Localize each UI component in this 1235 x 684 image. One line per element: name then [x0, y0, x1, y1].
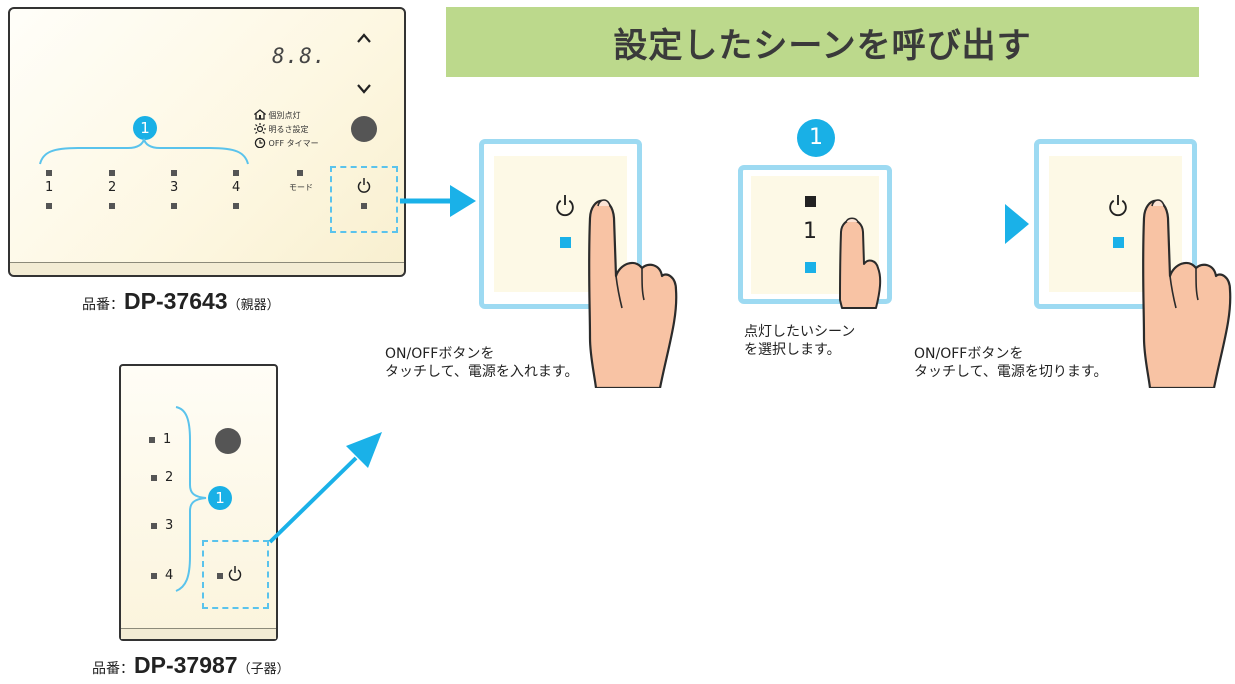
child-caption: 品番：DP-37987（子器） [92, 652, 290, 679]
step1-description: ON/OFFボタンを タッチして、電源を入れます。 [385, 345, 578, 381]
channel-label: 2 [165, 470, 174, 485]
channel-label: 3 [165, 518, 174, 533]
channel-label: 1 [45, 180, 54, 195]
scene-knob-button[interactable] [351, 116, 377, 142]
power-icon [1109, 195, 1127, 217]
step-text-line: を選択します。 [744, 342, 841, 358]
channel-led [171, 170, 177, 176]
power-led-on [1113, 237, 1124, 248]
channel-led [151, 523, 157, 529]
finger-icon [588, 199, 678, 388]
power-icon [357, 178, 371, 193]
chevron-down-icon [357, 84, 371, 94]
step3-description: ON/OFFボタンを タッチして、電源を切ります。 [914, 345, 1107, 381]
triangle-arrow-icon [1005, 204, 1029, 244]
channel-label: 1 [163, 432, 172, 447]
channel-label: 3 [170, 180, 179, 195]
panel-lip [10, 262, 404, 275]
power-icon [228, 566, 242, 581]
channel-label: 2 [108, 180, 117, 195]
indicator-label: OFF タイマー [268, 139, 319, 148]
sun-icon [254, 123, 266, 134]
scene-knob-button[interactable] [215, 428, 241, 454]
step-text-line: ON/OFFボタンを [385, 346, 495, 362]
step-badge: 1 [133, 116, 157, 140]
channel-led [151, 475, 157, 481]
caption-prefix: 品番： [92, 661, 134, 677]
panel-lip [121, 628, 276, 639]
channel-label: 1 [803, 219, 817, 244]
power-led-on [560, 237, 571, 248]
arrow-right-icon [400, 185, 476, 217]
page-title: 設定したシーンを呼び出す [613, 25, 1032, 66]
channel-led [46, 203, 52, 209]
arrow-diagonal-icon [268, 432, 382, 544]
brace-icon [175, 406, 207, 592]
channel-led [233, 203, 239, 209]
power-icon [556, 195, 574, 217]
channel-led [46, 170, 52, 176]
finger-icon [1142, 199, 1232, 388]
finger-icon [839, 217, 882, 309]
power-button-highlight[interactable] [202, 540, 269, 609]
step-text-line: 点灯したいシーン [744, 324, 856, 340]
power-led [361, 203, 367, 209]
indicator-label: 明るさ設定 [268, 125, 309, 134]
caption-suffix: （親器） [227, 298, 280, 313]
channel-led [149, 437, 155, 443]
channel-led [233, 170, 239, 176]
channel-led-on [805, 262, 816, 273]
channel-led [109, 170, 115, 176]
house-icon [253, 109, 267, 120]
title-banner: 設定したシーンを呼び出す [446, 7, 1199, 77]
caption-prefix: 品番： [82, 297, 124, 313]
channel-led [151, 573, 157, 579]
step-text-line: タッチして、電源を切ります。 [914, 364, 1108, 380]
step2-description: 点灯したいシーン を選択します。 [744, 323, 855, 359]
power-button-highlight[interactable] [330, 166, 398, 233]
channel-led [109, 203, 115, 209]
indicator-off-timer: OFF タイマー [254, 137, 319, 149]
child-device-panel [119, 364, 278, 641]
clock-icon [254, 137, 266, 149]
model-number: DP-37987 [134, 652, 238, 678]
step-badge: 1 [208, 486, 232, 510]
channel-led-off [805, 196, 816, 207]
down-button[interactable] [357, 79, 371, 98]
brace-icon [39, 138, 249, 165]
up-button[interactable] [357, 28, 371, 47]
mode-led [297, 170, 303, 176]
step-text-line: タッチして、電源を入れます。 [385, 364, 579, 380]
step2-badge: 1 [797, 119, 835, 157]
chevron-up-icon [357, 33, 371, 43]
parent-caption: 品番：DP-37643（親器） [82, 288, 280, 315]
channel-label: 4 [165, 568, 174, 583]
caption-suffix: （子器） [237, 662, 290, 677]
parent-device-panel [8, 7, 406, 277]
segment-display: 8.8. [272, 44, 327, 68]
mode-label: モード [289, 183, 313, 192]
channel-label: 4 [232, 180, 241, 195]
step-text-line: ON/OFFボタンを [914, 346, 1024, 362]
channel-led [171, 203, 177, 209]
indicator-brightness: 明るさ設定 [254, 123, 309, 135]
indicator-label: 個別点灯 [268, 111, 301, 120]
power-led [217, 573, 223, 579]
model-number: DP-37643 [124, 288, 228, 314]
indicator-individual: 個別点灯 [253, 109, 301, 121]
